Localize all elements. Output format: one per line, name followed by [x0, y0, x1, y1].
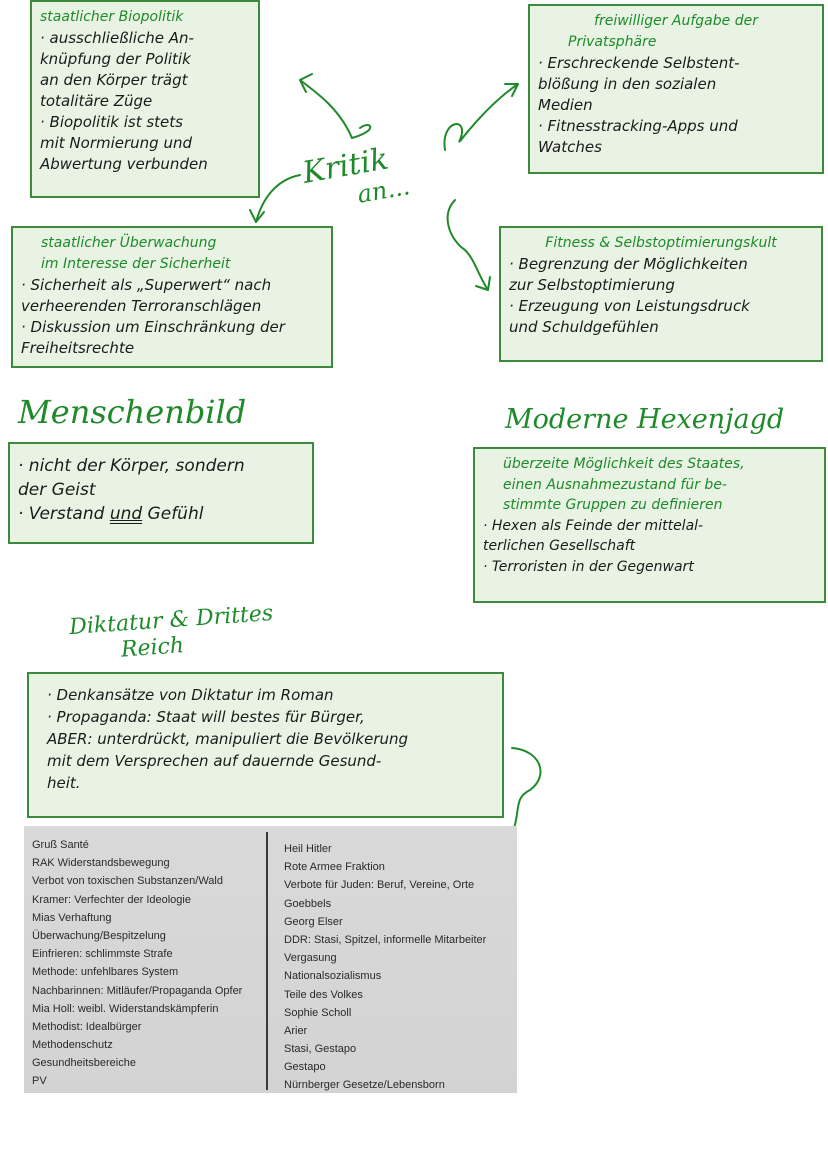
box-title: überzeite Möglichkeit des Staates,: [503, 456, 745, 472]
arrow-to-table: [504, 747, 542, 849]
box-line-suffix: Gefühl: [142, 504, 204, 524]
box-line: · Terroristen in der Gegenwart: [483, 558, 694, 575]
box-line: · Hexen als Feinde der mittelal-: [483, 517, 704, 534]
comparison-table: Gruß Santé RAK Widerstandsbewegung Verbo…: [24, 826, 517, 1093]
box-line: mit dem Versprechen auf dauernde Gesund-: [47, 752, 382, 770]
box-line: der Geist: [18, 480, 96, 500]
box-line: · Diskussion um Einschränkung der: [21, 318, 285, 336]
box-line: zur Selbstoptimierung: [509, 276, 675, 294]
arrow-to-biopolitik: [299, 79, 353, 139]
table-cell: Gesundheitsbereiche: [32, 1057, 136, 1070]
table-cell: Rote Armee Fraktion: [284, 861, 385, 874]
arrow-to-fitness: [446, 199, 489, 291]
box-line: · Propaganda: Staat will bestes für Bürg…: [47, 708, 365, 726]
table-cell: Gestapo: [284, 1061, 326, 1074]
box-title: freiwilliger Aufgabe der: [594, 13, 758, 29]
box-line: heit.: [47, 774, 81, 792]
box-title: einen Ausnahmezustand für be-: [503, 476, 727, 493]
box-menschenbild: · nicht der Körper, sondern der Geist · …: [8, 442, 314, 544]
table-cell: Stasi, Gestapo: [284, 1043, 357, 1056]
box-hexenjagd: überzeite Möglichkeit des Staates, einen…: [473, 447, 826, 603]
table-cell: Methodenschutz: [32, 1039, 113, 1052]
box-title: Fitness & Selbstoptimierungskult: [545, 235, 777, 251]
box-line: · Denkansätze von Diktatur im Roman: [47, 686, 334, 704]
box-title: stimmte Gruppen zu definieren: [503, 497, 723, 513]
box-staatliche-ueberwachung: staatlicher Überwachung im Interesse der…: [11, 226, 333, 368]
box-line: Freiheitsrechte: [21, 339, 135, 357]
table-divider: [266, 832, 268, 1090]
box-line: verheerenden Terroranschlägen: [21, 297, 262, 315]
box-title: Privatsphäre: [568, 34, 657, 50]
table-cell: Methode: unfehlbares System: [32, 966, 179, 979]
table-cell: RAK Widerstandsbewegung: [32, 857, 170, 870]
box-line: blößung in den sozialen: [538, 75, 717, 93]
table-cell: Vergasung: [284, 952, 337, 965]
table-cell: Sophie Scholl: [284, 1006, 352, 1019]
box-title: staatlicher Überwachung: [41, 235, 217, 251]
underlined-word: und: [109, 504, 143, 524]
box-line: · ausschließliche An-: [40, 29, 194, 47]
box-staatliche-biopolitik: staatlicher Biopolitik · ausschließliche…: [30, 0, 260, 198]
box-title: im Interesse der Sicherheit: [41, 256, 231, 272]
table-cell: Mias Verhaftung: [32, 911, 112, 924]
box-line: terlichen Gesellschaft: [483, 538, 636, 554]
box-diktatur: · Denkansätze von Diktatur im Roman · Pr…: [27, 672, 504, 818]
table-cell: DDR: Stasi, Spitzel, informelle Mitarbei…: [284, 933, 487, 946]
table-cell: Nationalsozialismus: [284, 970, 382, 983]
table-cell: Heil Hitler: [284, 843, 332, 855]
box-line: · Sicherheit als „Superwert“ nach: [21, 276, 272, 294]
table-cell: PV: [32, 1075, 47, 1088]
table-column-left: Gruß Santé RAK Widerstandsbewegung Verbo…: [32, 836, 242, 1091]
box-freiwillige-aufgabe: freiwilliger Aufgabe der Privatsphäre · …: [528, 4, 824, 174]
table-cell: Nürnberger Gesetze/Lebensborn: [284, 1079, 445, 1092]
table-cell: Verbote für Juden: Beruf, Vereine, Orte: [284, 879, 475, 892]
table-column-right: Heil Hitler Rote Armee Fraktion Verbote …: [284, 840, 486, 1095]
table-cell: Mia Holl: weibl. Widerstandskämpferin: [32, 1002, 219, 1015]
arrow-to-ueberwachung: [255, 174, 301, 223]
table-cell: Gruß Santé: [32, 839, 89, 851]
box-line: an den Körper trägt: [40, 71, 188, 89]
heading-hexenjagd: Moderne Hexenjagd: [505, 404, 785, 435]
table-cell: Goebbels: [284, 897, 332, 910]
box-line: Abwertung verbunden: [40, 155, 208, 173]
table-cell: Einfrieren: schlimmste Strafe: [32, 948, 173, 961]
box-line: · Fitnesstracking-Apps und: [538, 117, 738, 135]
arrow-to-privatsphaere: [443, 83, 519, 151]
box-line-prefix: · Verstand: [18, 504, 110, 524]
table-cell: Nachbarinnen: Mitläufer/Propaganda Opfer: [32, 984, 243, 997]
box-fitness-kult: Fitness & Selbstoptimierungskult · Begre…: [499, 226, 823, 362]
box-line: Watches: [538, 138, 602, 156]
box-line: · Begrenzung der Möglichkeiten: [509, 255, 748, 273]
box-line: · Erschreckende Selbstent-: [538, 54, 740, 72]
heading-menschenbild: Menschenbild: [18, 393, 247, 431]
box-line: · Biopolitik ist stets: [40, 113, 183, 131]
box-line: mit Normierung und: [40, 134, 193, 152]
table-cell: Verbot von toxischen Substanzen/Wald: [32, 875, 223, 888]
table-cell: Arier: [284, 1024, 308, 1037]
box-title: staatlicher Biopolitik: [40, 9, 184, 25]
box-line: · Verstand und Gefühl: [18, 502, 304, 526]
box-line: totalitäre Züge: [40, 92, 153, 110]
arrow-loop-top: [351, 124, 372, 139]
box-line: Medien: [538, 96, 593, 114]
table-cell: Teile des Volkes: [284, 988, 363, 1001]
box-line: und Schuldgefühlen: [509, 318, 659, 336]
box-line: ABER: unterdrückt, manipuliert die Bevöl…: [47, 730, 409, 748]
box-line: knüpfung der Politik: [40, 50, 191, 68]
table-cell: Überwachung/Bespitzelung: [32, 929, 166, 942]
table-cell: Kramer: Verfechter der Ideologie: [32, 893, 191, 906]
table-cell: Georg Elser: [284, 915, 343, 928]
box-line: · nicht der Körper, sondern: [18, 456, 245, 476]
table-cell: Methodist: Idealbürger: [32, 1020, 142, 1033]
box-line: · Erzeugung von Leistungsdruck: [509, 297, 750, 315]
